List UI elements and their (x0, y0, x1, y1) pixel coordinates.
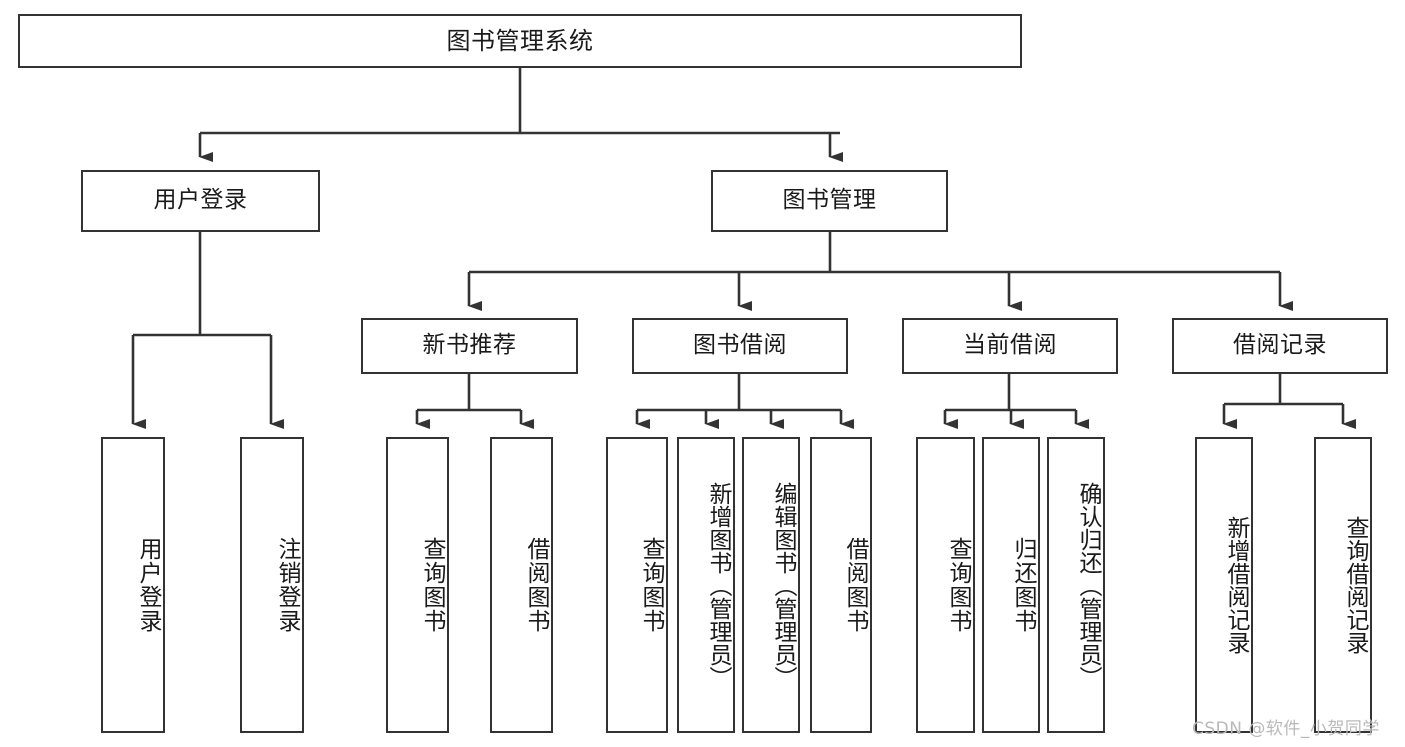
node-label: 归还图书 (1010, 537, 1036, 633)
node-label: 借阅图书 (842, 537, 868, 633)
node-label: 图书借阅 (693, 332, 787, 359)
node-current-borrow[interactable]: 当前借阅 (902, 318, 1118, 374)
node-label: 查询借阅记录 (1342, 516, 1368, 654)
node-root-book-management-system[interactable]: 图书管理系统 (18, 14, 1022, 68)
node-borrow-record[interactable]: 借阅记录 (1172, 318, 1388, 374)
node-leaf-query-book-borrow[interactable]: 查询图书 (606, 437, 668, 733)
node-leaf-query-borrow-record[interactable]: 查询借阅记录 (1314, 437, 1372, 733)
node-leaf-query-book-current[interactable]: 查询图书 (916, 437, 975, 733)
node-leaf-edit-book[interactable]: 编辑图书（管理员） (742, 437, 800, 733)
node-label: 注销登录 (274, 537, 300, 633)
node-leaf-borrow-book-new[interactable]: 借阅图书 (490, 437, 553, 733)
node-label: 新书推荐 (422, 332, 517, 359)
node-leaf-borrow-book-borrow[interactable]: 借阅图书 (810, 437, 872, 733)
node-user-login[interactable]: 用户登录 (81, 170, 320, 232)
node-label: 借阅图书 (523, 537, 549, 633)
node-leaf-user-login[interactable]: 用户登录 (101, 437, 165, 733)
node-label: 确认归还（管理员） (1075, 481, 1101, 689)
node-label: 图书管理系统 (446, 26, 594, 55)
node-leaf-add-book[interactable]: 新增图书（管理员） (677, 437, 735, 733)
node-label: 借阅记录 (1233, 332, 1327, 359)
node-label: 新增图书（管理员） (705, 481, 731, 689)
node-label: 查询图书 (638, 537, 664, 633)
node-leaf-confirm-return[interactable]: 确认归还（管理员） (1047, 437, 1105, 733)
node-label: 查询图书 (945, 537, 971, 633)
node-leaf-add-borrow-record[interactable]: 新增借阅记录 (1195, 437, 1253, 733)
node-label: 新增借阅记录 (1223, 516, 1249, 654)
node-new-book-recommendation[interactable]: 新书推荐 (361, 318, 578, 374)
node-label: 图书管理 (782, 187, 877, 214)
node-book-borrow[interactable]: 图书借阅 (632, 318, 848, 374)
node-leaf-query-book-new[interactable]: 查询图书 (386, 437, 449, 733)
node-leaf-user-logout[interactable]: 注销登录 (240, 437, 304, 733)
node-label: 用户登录 (153, 187, 248, 214)
node-label: 用户登录 (135, 537, 161, 633)
csdn-watermark: CSDN @软件_小贺同学 (1192, 719, 1380, 739)
node-book-management[interactable]: 图书管理 (711, 170, 948, 232)
node-leaf-return-book[interactable]: 归还图书 (982, 437, 1040, 733)
node-label: 查询图书 (419, 537, 445, 633)
node-label: 当前借阅 (963, 332, 1057, 359)
node-label: 编辑图书（管理员） (770, 481, 796, 689)
